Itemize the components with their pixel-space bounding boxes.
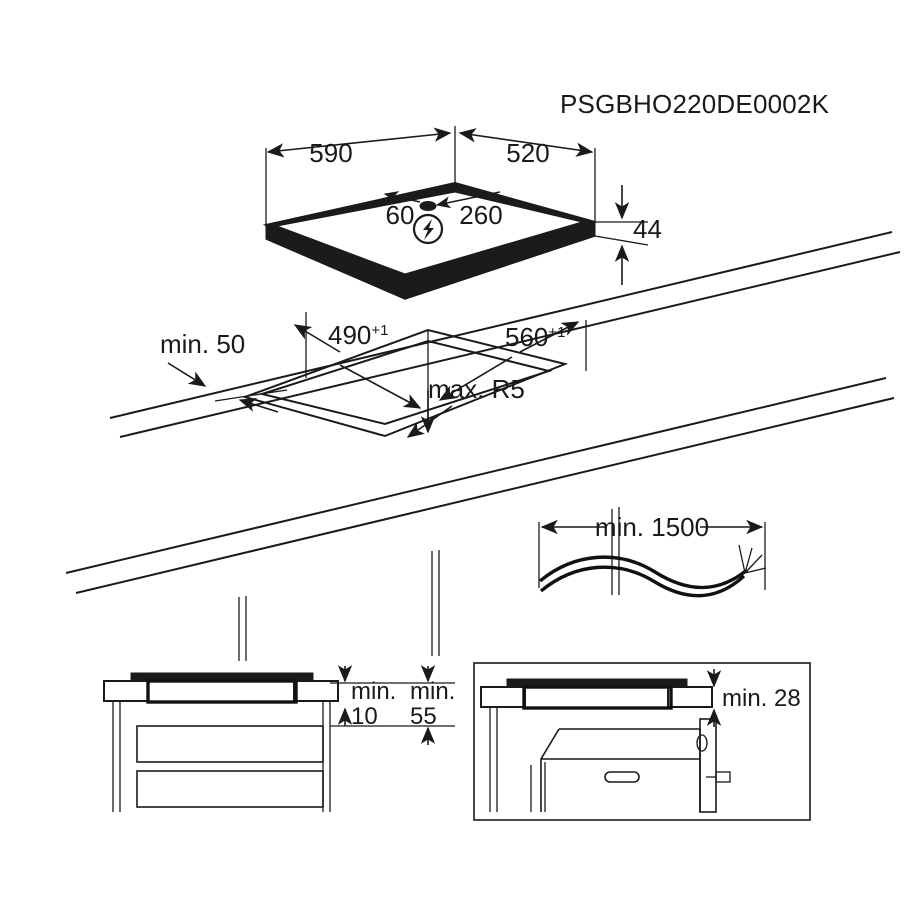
cutout-inner (258, 339, 553, 426)
worktop-front-edge-bottom (75, 397, 895, 594)
dim-label-corner-radius: max. R5 (428, 374, 525, 404)
oven-control-knob-lower (715, 771, 731, 783)
dim-label-gap-cabinet-value: 55 (410, 703, 437, 730)
worktop-left-slab (103, 680, 149, 702)
view-cable-length: min. 1500 (538, 512, 767, 598)
drawer-box-upper (136, 725, 324, 763)
cutout-outer (241, 328, 569, 438)
worktop-back-edge-top (109, 231, 893, 419)
cable-path-lower (539, 565, 746, 598)
dim-label-cable-length: min. 1500 (595, 512, 709, 542)
worktop-right-slab (293, 680, 339, 702)
drawing-title: PSGBHO220DE0002K (560, 89, 830, 119)
lightning-bolt-icon (412, 213, 444, 245)
dim-label-edge-distance: min. 50 (160, 329, 245, 359)
dim-line-260 (435, 191, 501, 209)
oven-door-handle (604, 771, 640, 783)
witness-min50 (214, 389, 288, 402)
oven-view-frame (473, 662, 811, 821)
cabinet-partitions (238, 507, 620, 661)
dim-arrow-490-upper (293, 324, 341, 353)
hob-bottom-outline (265, 235, 596, 300)
oven-control-column (699, 718, 717, 813)
dim-label-gap-top-prefix: min. (351, 678, 396, 705)
worktop-left-slab-oven (480, 686, 526, 708)
view-hob-perspective: 590 520 60 260 44 (262, 126, 662, 300)
view-worktop-cutout: 490+1 560+1 min. 50 max. R5 (65, 231, 901, 661)
dim-arrow-r5 (406, 405, 453, 438)
dim-line-60 (383, 191, 421, 203)
view-clearance-drawer: min. 10 min. 55 (103, 665, 455, 812)
dim-label-height: 44 (633, 214, 662, 244)
cable-conductor-ends (738, 544, 767, 574)
view-clearance-oven: min. 28 (473, 662, 811, 821)
dim-arrow-560-upper (519, 321, 580, 353)
dim-label-cutout-width: 560+1 (505, 322, 566, 352)
dim-label-depth: 520 (506, 138, 549, 168)
dim-arrow-min50-upper (167, 362, 207, 387)
dim-label-gap-oven: min. 28 (722, 685, 801, 712)
dim-label-gap-top-value: 10 (351, 703, 378, 730)
dim-arrow-560-lower (438, 356, 513, 401)
hob-body-left (146, 679, 298, 704)
dim-label-cable-offset-left: 60 (386, 200, 415, 230)
dim-arrow-min50-lower (238, 397, 279, 413)
oven-body (540, 728, 701, 812)
cable-path-upper (538, 555, 749, 590)
cable-entry-point (419, 201, 437, 211)
oven-control-knob-upper (696, 734, 708, 752)
dim-arrow-490-lower (339, 364, 422, 409)
dim-label-gap-cabinet-prefix: min. (410, 678, 455, 705)
dim-label-width: 590 (309, 138, 352, 168)
dim-line-width-590 (266, 127, 452, 158)
witness-44-bottom (594, 235, 649, 246)
hob-body-oven (522, 685, 673, 710)
worktop-right-slab-oven (667, 686, 713, 708)
dim-line-depth-520 (458, 128, 594, 157)
dim-label-cutout-depth: 490+1 (328, 320, 389, 350)
dim-label-cable-offset-right: 260 (459, 200, 502, 230)
worktop-front-edge-top (65, 377, 887, 574)
drawer-box-lower (136, 770, 324, 808)
